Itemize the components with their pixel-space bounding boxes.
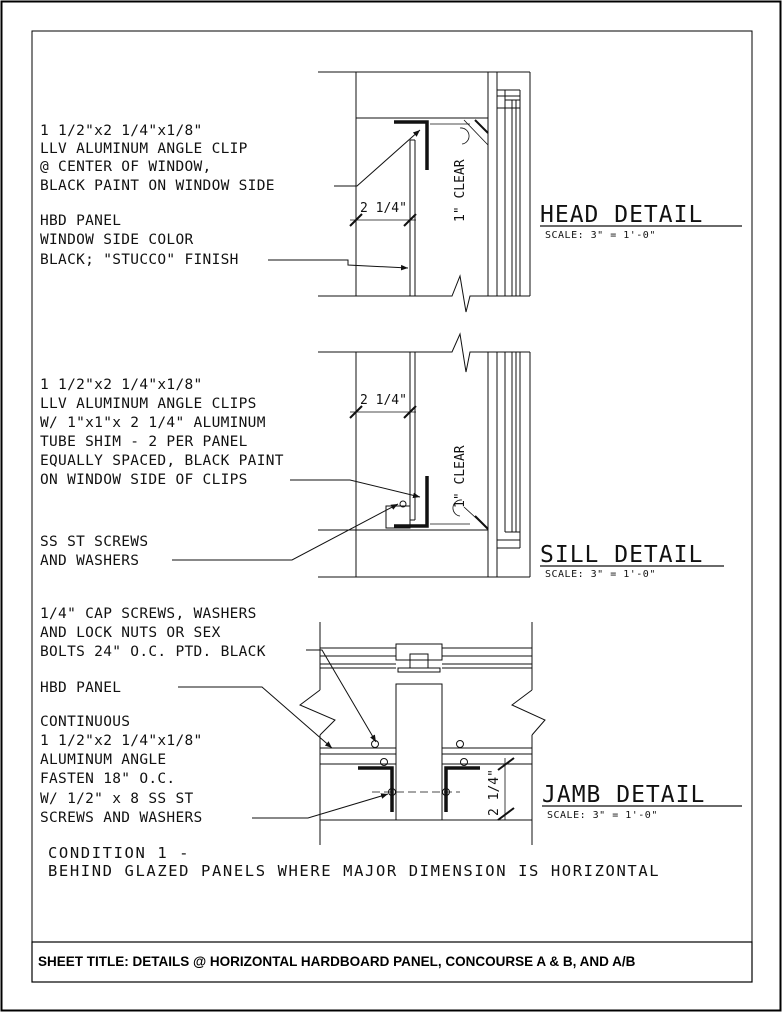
jamb-note-angle-line-6: SCREWS AND WASHERS: [40, 810, 203, 826]
title-block: [31, 941, 753, 983]
head-clear-dimension: 1" CLEAR: [453, 159, 468, 222]
jamb-note-bolts-line-2: AND LOCK NUTS OR SEX: [40, 625, 221, 641]
head-leader-lines: [268, 129, 421, 271]
jamb-depth-dimension: 2 1/4": [487, 769, 502, 816]
condition-line-1: CONDITION 1 -: [48, 844, 190, 862]
head-note-clip-line-1: 1 1/2"x2 1/4"x1/8": [40, 123, 203, 139]
jamb-detail-title: JAMB DETAIL: [542, 782, 705, 808]
sill-detail-drawing: [318, 332, 531, 578]
head-note-clip-line-2: LLV ALUMINUM ANGLE CLIP: [40, 141, 248, 157]
sill-note-screws-line-1: SS ST SCREWS: [40, 534, 148, 550]
sheet-title: SHEET TITLE: DETAILS @ HORIZONTAL HARDBO…: [38, 954, 636, 969]
head-detail-scale: SCALE: 3" = 1'-0": [545, 230, 656, 241]
head-depth-dimension: 2 1/4": [360, 201, 407, 216]
jamb-note-angle-line-3: ALUMINUM ANGLE: [40, 752, 166, 768]
sill-note-clips-line-3: W/ 1"x1"x 2 1/4" ALUMINUM: [40, 415, 266, 431]
jamb-note-angle-line-2: 1 1/2"x2 1/4"x1/8": [40, 733, 203, 749]
sill-note-clips-line-5: EQUALLY SPACED, BLACK PAINT: [40, 453, 284, 469]
head-note-clip-line-4: BLACK PAINT ON WINDOW SIDE: [40, 178, 275, 194]
sill-detail-scale: SCALE: 3" = 1'-0": [545, 569, 656, 580]
jamb-note-bolts-line-3: BOLTS 24" O.C. PTD. BLACK: [40, 644, 266, 660]
sill-depth-dimension: 2 1/4": [360, 393, 407, 408]
jamb-note-panel-line-1: HBD PANEL: [40, 680, 121, 696]
jamb-note-angle-line-5: W/ 1/2" x 8 SS ST: [40, 791, 194, 807]
head-detail-title: HEAD DETAIL: [540, 202, 703, 228]
sill-detail-title: SILL DETAIL: [540, 542, 703, 568]
jamb-leader-lines: [178, 649, 389, 819]
sill-note-clips-line-2: LLV ALUMINUM ANGLE CLIPS: [40, 396, 257, 412]
jamb-detail-drawing: [299, 622, 546, 845]
sill-leader-lines: [172, 479, 421, 561]
jamb-note-angle-line-4: FASTEN 18" O.C.: [40, 771, 175, 787]
jamb-note-angle-line-1: CONTINUOUS: [40, 714, 130, 730]
sill-note-clips-line-4: TUBE SHIM - 2 PER PANEL: [40, 434, 248, 450]
condition-line-2: BEHIND GLAZED PANELS WHERE MAJOR DIMENSI…: [48, 862, 660, 880]
sill-note-clips-line-1: 1 1/2"x2 1/4"x1/8": [40, 377, 203, 393]
head-note-panel-line-2: WINDOW SIDE COLOR: [40, 232, 194, 248]
head-note-panel-line-3: BLACK; "STUCCO" FINISH: [40, 252, 239, 268]
head-detail-drawing: [318, 71, 531, 313]
sill-note-screws-line-2: AND WASHERS: [40, 553, 139, 569]
head-note-panel-line-1: HBD PANEL: [40, 213, 121, 229]
sill-note-clips-line-6: ON WINDOW SIDE OF CLIPS: [40, 472, 248, 488]
head-note-clip-line-3: @ CENTER OF WINDOW,: [40, 159, 212, 175]
jamb-note-bolts-line-1: 1/4" CAP SCREWS, WASHERS: [40, 606, 257, 622]
sill-clear-dimension: 1" CLEAR: [453, 445, 468, 508]
jamb-detail-scale: SCALE: 3" = 1'-0": [547, 810, 658, 821]
